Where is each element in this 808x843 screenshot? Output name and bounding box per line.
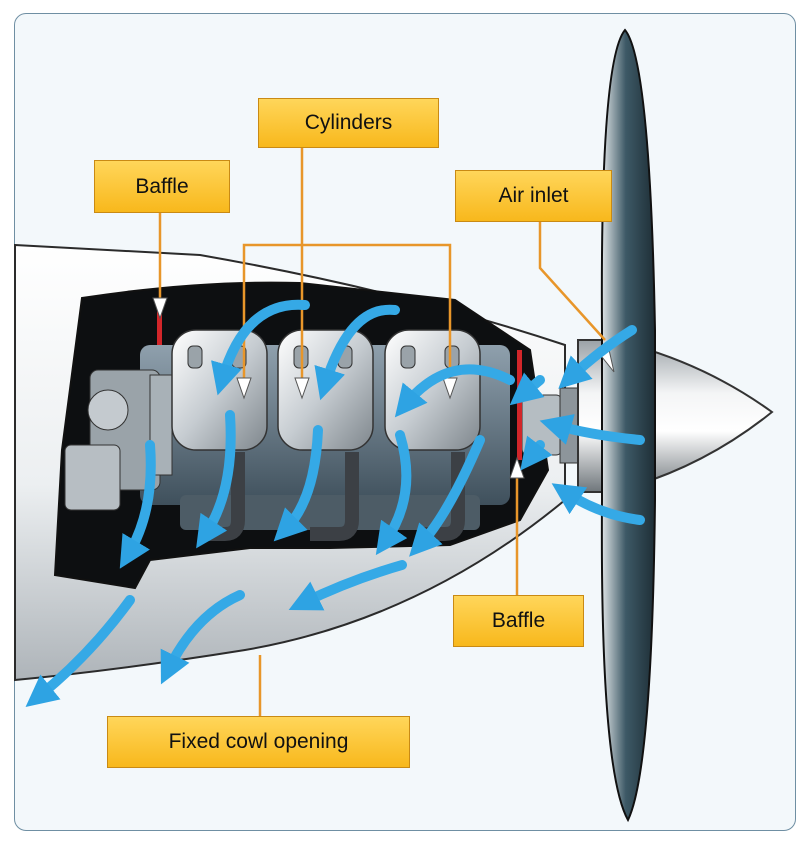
baffle-bottom-marker [517,350,522,460]
airflow-arrow [196,410,236,549]
airflow-arrow [273,425,323,542]
airflow-arrow [509,372,545,406]
airflow-arrow [394,364,515,418]
airflow-arrow [119,440,156,569]
airflow-arrows [25,299,645,708]
airflow-arrow [520,435,553,471]
leader-lines [158,148,606,716]
accessory-case [64,444,121,511]
airflow-arrow [375,430,412,556]
air-inlet-leader [538,222,606,341]
airflow-arrow [288,560,407,611]
label-air-inlet: Air inlet [455,170,612,222]
cylinders-pointer [294,377,310,400]
airflow-arrow [314,304,400,401]
airflow-arrow [409,435,485,557]
label-cylinders: Cylinders [258,98,439,148]
cylinders-bracket [242,243,452,380]
airflow-arrow [558,325,637,389]
airflow-arrow [160,590,245,685]
cylinder-3 [384,329,481,541]
magneto [87,389,129,431]
airflow-arrow [551,483,645,525]
baffle-top-marker [157,300,162,345]
propeller-blade [600,28,656,823]
airflow-arrow [211,299,310,396]
cylinders-pointer [442,377,458,400]
label-fixed-cowl-opening: Fixed cowl opening [107,716,410,768]
label-baffle-top: Baffle [94,160,230,213]
label-baffle-bottom: Baffle [453,595,584,647]
airflow-arrow [539,414,645,445]
airflow-arrow [25,595,135,708]
baffle-top-pointer [152,297,168,320]
